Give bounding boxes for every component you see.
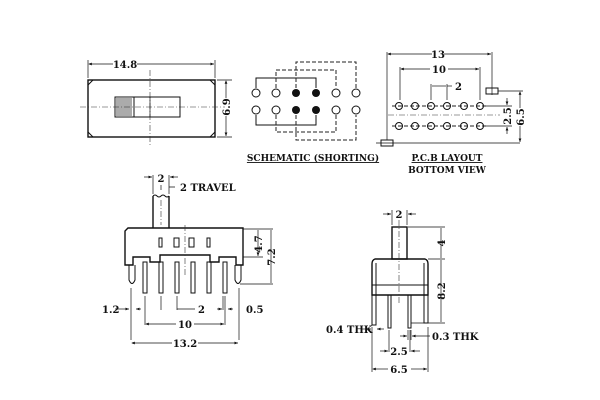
dim-13-2: 13.2	[173, 339, 197, 350]
front-view: 2 4 8.2 0.4 THK 0.3 THK 2.5 6.5	[326, 210, 479, 376]
dim-4: 4	[437, 239, 448, 246]
dim-6-5: 6.5	[390, 365, 407, 376]
pcb-dim-10: 10	[432, 65, 446, 76]
dim-2-5: 2.5	[390, 347, 407, 358]
dim-10: 10	[178, 320, 192, 331]
schematic-label: SCHEMATIC (SHORTING)	[247, 153, 379, 164]
dim-4-7: 4.7	[254, 235, 265, 252]
thk-0-4: 0.4 THK	[326, 325, 373, 336]
actuator-stem	[152, 196, 170, 228]
dim-8-2: 8.2	[437, 282, 448, 299]
front-pins	[371, 294, 429, 329]
bottom-view-label: BOTTOM VIEW	[408, 166, 487, 176]
thk-0-3: 0.3 THK	[432, 332, 479, 343]
side-view: 2 2 TRAVEL 4.7 7.2 1.2 2 0.5 10 13.2	[102, 174, 278, 350]
pcb-layout: 13 10 2 2.5 6.5 P.C.B LAYOUT BOTTOM VIEW	[376, 50, 527, 176]
dim-pitch-2: 2	[198, 305, 205, 316]
top-view: 14.8 6.9	[80, 60, 233, 145]
body-slots	[158, 237, 211, 248]
front-actuator	[391, 226, 408, 260]
front-body	[371, 258, 429, 296]
height-dim-label: 6.9	[222, 98, 233, 115]
travel-label: 2 TRAVEL	[180, 183, 236, 194]
corner-marks	[87, 79, 216, 138]
front-actuator-dim: 2	[396, 210, 403, 221]
pcb-holes	[395, 102, 484, 130]
switch-body-outline	[87, 79, 216, 138]
slider-grip	[114, 96, 135, 118]
pcb-dim-6-5: 6.5	[516, 108, 527, 125]
pcb-dim-2-5: 2.5	[503, 107, 514, 124]
dim-7-2: 7.2	[267, 248, 278, 265]
dim-1-2: 1.2	[102, 305, 119, 316]
side-body	[124, 227, 244, 266]
terminal-circles	[251, 88, 361, 115]
side-pins	[128, 261, 242, 294]
actuator-width-dim: 2	[158, 174, 165, 185]
schematic: SCHEMATIC (SHORTING)	[247, 61, 379, 164]
pcb-dim-13: 13	[431, 50, 445, 61]
pcb-dim-2: 2	[455, 82, 462, 93]
width-dim-label: 14.8	[113, 60, 137, 71]
dim-0-5: 0.5	[246, 305, 263, 316]
pcb-layout-label: P.C.B LAYOUT	[412, 154, 483, 164]
